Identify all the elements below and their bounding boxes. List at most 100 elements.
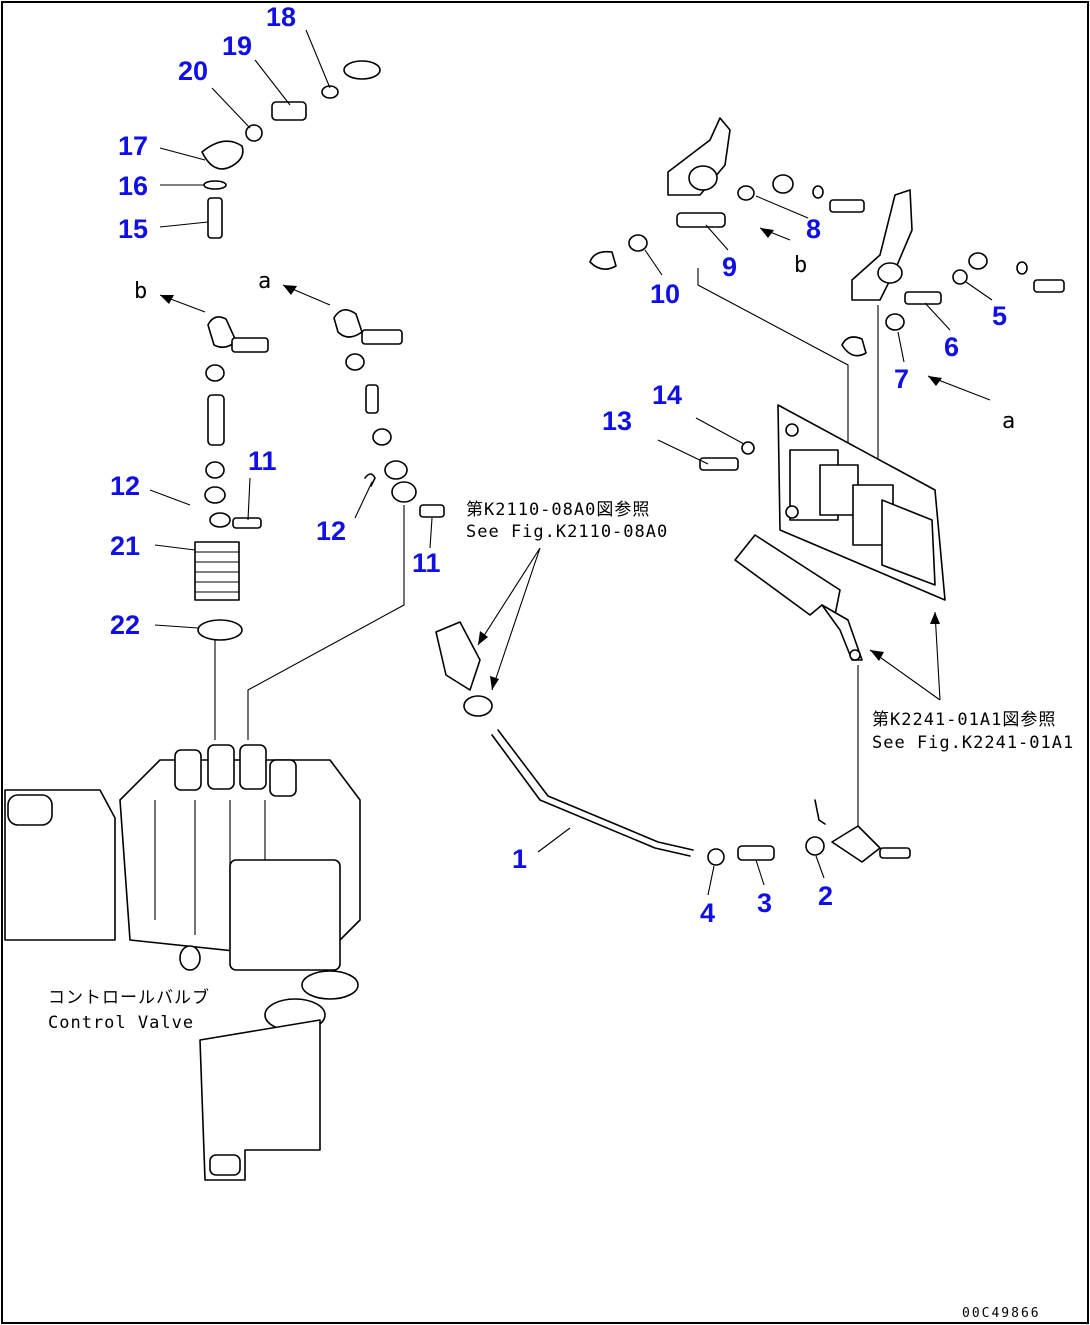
plate-bolt-hole-2: [785, 505, 799, 519]
bolt-upper: [829, 199, 865, 213]
leader-6: [924, 302, 951, 331]
oring-part-18: [203, 180, 227, 190]
linkage-a-left: [333, 309, 445, 518]
leader-2: [815, 855, 825, 879]
pin-lower-right: [879, 847, 911, 859]
part-label-20: 18: [266, 2, 296, 32]
part-label-3: 3: [757, 888, 772, 918]
nut-part-2: [805, 836, 825, 856]
rod-part-1: [491, 734, 691, 857]
adapter-part-21: [271, 101, 307, 121]
part-label-12-left: 12: [110, 471, 140, 501]
nut-b2: [205, 461, 225, 479]
valve-mount-bracket: [199, 1019, 321, 1181]
leader-7: [897, 331, 905, 363]
leader-lines: [149, 29, 993, 896]
nut-part-20a: [343, 60, 381, 80]
reference-arrows: [159, 227, 991, 701]
washer-part-20: [321, 85, 339, 99]
ref-k2241-heads: [870, 612, 940, 661]
leader-13: [657, 439, 709, 465]
clevis-a-lower: [384, 460, 408, 480]
pedal-knob: [435, 621, 481, 691]
part-label-19: 17: [118, 131, 148, 161]
part-label-11-right: 11: [412, 548, 441, 578]
nut-part-10: [628, 234, 648, 252]
ref-k2110-heads: [478, 631, 499, 690]
leader-12-left: [149, 489, 191, 506]
washer-part-8: [737, 185, 755, 201]
bolt-part-13: [699, 457, 739, 471]
valve-sections: [154, 800, 266, 950]
part-label-2: 2: [818, 881, 833, 911]
bolt-right: [1033, 279, 1065, 293]
leader-21: [254, 59, 291, 106]
nut-upper: [772, 174, 794, 194]
note-ref-k2110-jp: 第K2110-08A0図参照: [466, 500, 650, 520]
leader-22: [211, 87, 251, 129]
part-label-1: 1: [512, 844, 527, 874]
figure-code: 00C49866: [962, 1306, 1041, 1321]
ref-k2110-arrows: [477, 547, 541, 691]
link-line-a: [247, 505, 405, 740]
washer-part-5: [952, 269, 968, 285]
pin-part-9: [676, 212, 726, 228]
part-label-21: 19: [222, 31, 252, 61]
leader-16: [154, 624, 199, 629]
nut-right: [968, 252, 988, 270]
leader-20: [305, 29, 331, 89]
valve-end-block: [229, 859, 341, 971]
turnbuckle-part-3: [737, 845, 775, 861]
bracket-hole: [688, 165, 718, 191]
lever-assembly-right: [589, 117, 1065, 661]
leader-14: [695, 417, 745, 445]
part-label-5: 5: [992, 301, 1007, 331]
cotter-12-right: [364, 473, 376, 487]
link-line-9: [697, 268, 849, 470]
relief-cap-1: [301, 970, 359, 1000]
bracket-right-hole: [877, 262, 903, 284]
leader-9: [705, 224, 729, 251]
clevis-b-lower: [209, 512, 231, 528]
fitting-assembly-top: [201, 60, 381, 239]
part-number-labels: 18 19 20 17 16 15 11 12 12 11 21 22 5 6 …: [110, 2, 1007, 928]
note-ref-k2241-jp: 第K2241-01A1図参照: [872, 710, 1056, 730]
nut-part-7: [885, 313, 905, 331]
part-label-8: 8: [806, 214, 821, 244]
part-label-4: 4: [700, 898, 715, 928]
boot-ribs: [195, 551, 239, 593]
nut-b1: [205, 364, 225, 382]
ref-k2241-arrows: [869, 611, 941, 701]
leader-4: [707, 865, 715, 896]
part-label-18: 16: [118, 171, 148, 201]
lock-washer-right: [1016, 261, 1028, 275]
part-label-6: 6: [944, 332, 959, 362]
spool-cap-1: [174, 749, 202, 791]
pedal-4: [881, 499, 936, 586]
rod-part-1-edge: [497, 729, 694, 851]
leader-3: [755, 859, 765, 886]
leader-19: [159, 147, 206, 161]
knob-base: [463, 695, 493, 717]
note-ref-k2110-en: See Fig.K2110-08A0: [466, 522, 668, 542]
nut-part-22: [245, 124, 263, 142]
leader-5: [965, 281, 993, 301]
lock-washer-upper: [812, 185, 824, 199]
pin-b: [231, 337, 269, 353]
pin-11-left: [232, 517, 262, 529]
part-label-9: 9: [722, 252, 737, 282]
ref-letter-b-left: b: [134, 279, 147, 304]
washer-part-14: [741, 441, 755, 455]
pedal-2: [819, 464, 859, 516]
leader-17: [159, 221, 209, 228]
pin-11-right: [419, 504, 445, 518]
part-label-13: 13: [602, 406, 632, 436]
leader-11-right: [429, 517, 433, 549]
rod-a: [365, 384, 379, 414]
ref-letter-a-left: a: [258, 269, 271, 294]
part-label-14: 14: [652, 380, 682, 410]
spool-cap-2: [207, 744, 235, 790]
rod-assembly: [435, 621, 911, 866]
part-label-7: 7: [894, 364, 909, 394]
